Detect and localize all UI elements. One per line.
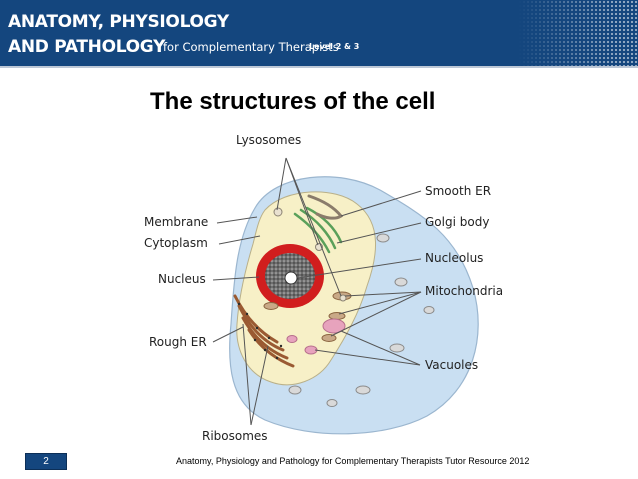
label-smooth-er: Smooth ER xyxy=(425,184,492,198)
header-subtitle: for Complementary Therapists xyxy=(163,40,339,54)
label-rough-er: Rough ER xyxy=(149,335,207,349)
vesicles xyxy=(288,233,435,407)
vacuole-shapes xyxy=(286,318,346,355)
nucleolus-shape xyxy=(284,271,298,285)
label-ribosomes: Ribosomes xyxy=(202,429,268,443)
label-cytoplasm: Cytoplasm xyxy=(144,236,208,250)
label-membrane: Membrane xyxy=(144,215,209,229)
cell-diagram: Lysosomes Membrane Cytoplasm Nucleus Rou… xyxy=(135,128,510,450)
slide-title: The structures of the cell xyxy=(150,88,436,115)
footer-text: Anatomy, Physiology and Pathology for Co… xyxy=(176,456,530,466)
header-rule xyxy=(0,66,638,68)
label-golgi-body: Golgi body xyxy=(425,215,490,229)
header-title-line1: ANATOMY, PHYSIOLOGY xyxy=(8,12,229,32)
page-number-badge: 2 xyxy=(25,453,67,470)
golgi-body-shape xyxy=(293,206,343,254)
cell-diagram-svg xyxy=(212,157,479,435)
label-lysosomes: Lysosomes xyxy=(236,133,302,147)
header-title-line2: AND PATHOLOGY xyxy=(8,37,166,57)
label-mitochondria: Mitochondria xyxy=(425,284,504,298)
label-nucleolus: Nucleolus xyxy=(425,251,484,265)
leader-lines xyxy=(212,157,422,426)
label-vacuoles: Vacuoles xyxy=(425,358,479,372)
label-nucleus: Nucleus xyxy=(158,272,206,286)
header-band: ANATOMY, PHYSIOLOGY AND PATHOLOGY for Co… xyxy=(0,0,638,66)
header-level: Level 2 & 3 xyxy=(309,42,360,51)
ribosome-dots xyxy=(237,302,283,360)
header-dot-pattern xyxy=(518,0,638,66)
